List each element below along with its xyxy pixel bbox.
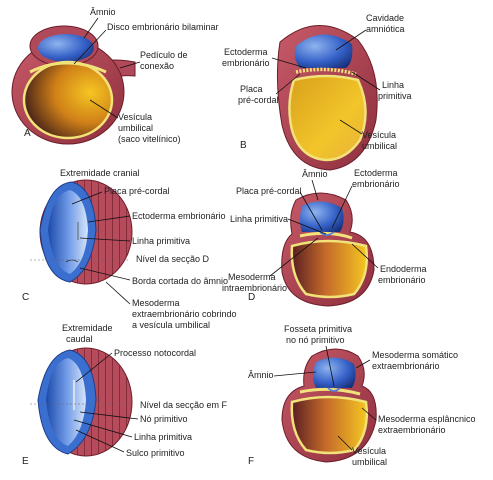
label-extremidade-2: caudal <box>66 334 93 344</box>
label-fosseta-2: no nó primitivo <box>286 335 345 345</box>
yolk-sac <box>288 74 367 162</box>
panel-d: D Âmnio Ectoderma embrionário Placa pré-… <box>222 168 427 307</box>
label-pediculo-1: Pedículo de <box>140 50 188 60</box>
label-pediculo-2: conexão <box>140 61 174 71</box>
label-amnio: Âmnio <box>248 370 274 380</box>
label-fosseta-1: Fosseta primitiva <box>284 324 352 334</box>
label-mesoderma-1: Mesoderma <box>228 272 276 282</box>
label-somatico-2: extraembrionário <box>372 361 440 371</box>
label-vesicula-1: Vesícula <box>352 446 386 456</box>
label-somatico-1: Mesoderma somático <box>372 350 458 360</box>
label-cavidade-2: amniótica <box>366 24 405 34</box>
label-borda-cortada: Borda cortada do âmnio <box>132 276 228 286</box>
label-ectoderma-2: embrionário <box>222 58 270 68</box>
label-vesicula-2: umbilical <box>352 457 387 467</box>
label-placa-pre-cordal: Placa pré-cordal <box>104 186 170 196</box>
panel-c: C Extremidade cranial Placa pré-cordal E… <box>22 168 237 330</box>
label-linha-1: Linha <box>382 80 404 90</box>
label-esplancnico-2: extraembrionário <box>378 425 446 435</box>
label-cavidade-1: Cavidade <box>366 13 404 23</box>
label-endoderma-2: embrionário <box>378 275 426 285</box>
label-sulco-primitivo: Sulco primitivo <box>126 448 185 458</box>
label-ectoderma: Ectoderma embrionário <box>132 211 226 221</box>
panel-a-letter: A <box>24 128 31 139</box>
label-amnio: Âmnio <box>302 169 328 179</box>
panel-a: A Âmnio Disco embrionário bilaminar Pedí… <box>11 7 219 145</box>
label-linha-primitiva: Linha primitiva <box>230 214 288 224</box>
embryonic-disc <box>46 358 86 446</box>
label-esplancnico-1: Mesoderma esplâncnico <box>378 414 476 424</box>
label-mesoderma-1: Mesoderma <box>132 298 180 308</box>
label-linha-2: primitiva <box>378 91 412 101</box>
panel-f-letter: F <box>248 456 254 467</box>
amniotic-cavity <box>38 34 94 62</box>
label-ectoderma-1: Ectoderma <box>224 47 268 57</box>
label-vesicula-2: umbilical <box>118 123 153 133</box>
panel-e: E Extremidade caudal Processo notocordal… <box>22 323 228 467</box>
label-amnio: Âmnio <box>90 7 116 17</box>
label-placa-pre-cordal: Placa pré-cordal <box>236 186 302 196</box>
label-extremidade-1: Extremidade <box>62 323 113 333</box>
panel-d-letter: D <box>248 292 255 303</box>
label-disco-bilaminar: Disco embrionário bilaminar <box>107 22 219 32</box>
label-no-primitivo: Nó primitivo <box>140 414 188 424</box>
label-endoderma-1: Endoderma <box>380 264 427 274</box>
panel-c-letter: C <box>22 292 29 303</box>
embryonic-disc <box>48 190 88 274</box>
label-placa-1: Placa <box>240 84 263 94</box>
yolk-sac <box>290 395 368 455</box>
label-extremidade-cranial: Extremidade cranial <box>60 168 140 178</box>
yolk-sac <box>290 239 368 299</box>
label-linha-primitiva: Linha primitiva <box>134 432 192 442</box>
label-nivel-secao-d: Nível da secção D <box>136 254 210 264</box>
amniotic-cavity <box>313 357 356 388</box>
amniotic-cavity <box>294 34 353 68</box>
panel-b: B Cavidade amniótica Ectoderma embrionár… <box>222 13 412 171</box>
label-mesoderma-2: extraembrionário cobrindo <box>132 309 237 319</box>
amniotic-cavity <box>300 201 344 232</box>
panel-b-letter: B <box>240 140 247 151</box>
label-placa-2: pré-cordal <box>238 95 279 105</box>
label-ectoderma-1: Ectoderma <box>354 168 398 178</box>
label-processo-notocordal: Processo notocordal <box>114 348 196 358</box>
label-nivel-secao-f: Nível da secção em F <box>140 400 228 410</box>
label-ectoderma-2: embrionário <box>352 179 400 189</box>
yolk-sac <box>22 60 114 140</box>
label-vesicula-2: umbilical <box>362 141 397 151</box>
panel-f: F Fosseta primitiva no nó primitivo Âmni… <box>248 324 476 467</box>
label-vesicula-3: (saco vitelínico) <box>118 134 181 144</box>
panel-e-letter: E <box>22 456 29 467</box>
label-mesoderma-2: intraembrionário <box>222 283 287 293</box>
label-linha-primitiva: Linha primitiva <box>132 236 190 246</box>
label-mesoderma-3: a vesícula umbilical <box>132 320 210 330</box>
label-vesicula-1: Vesícula <box>362 130 396 140</box>
label-vesicula-1: Vesícula <box>118 112 152 122</box>
